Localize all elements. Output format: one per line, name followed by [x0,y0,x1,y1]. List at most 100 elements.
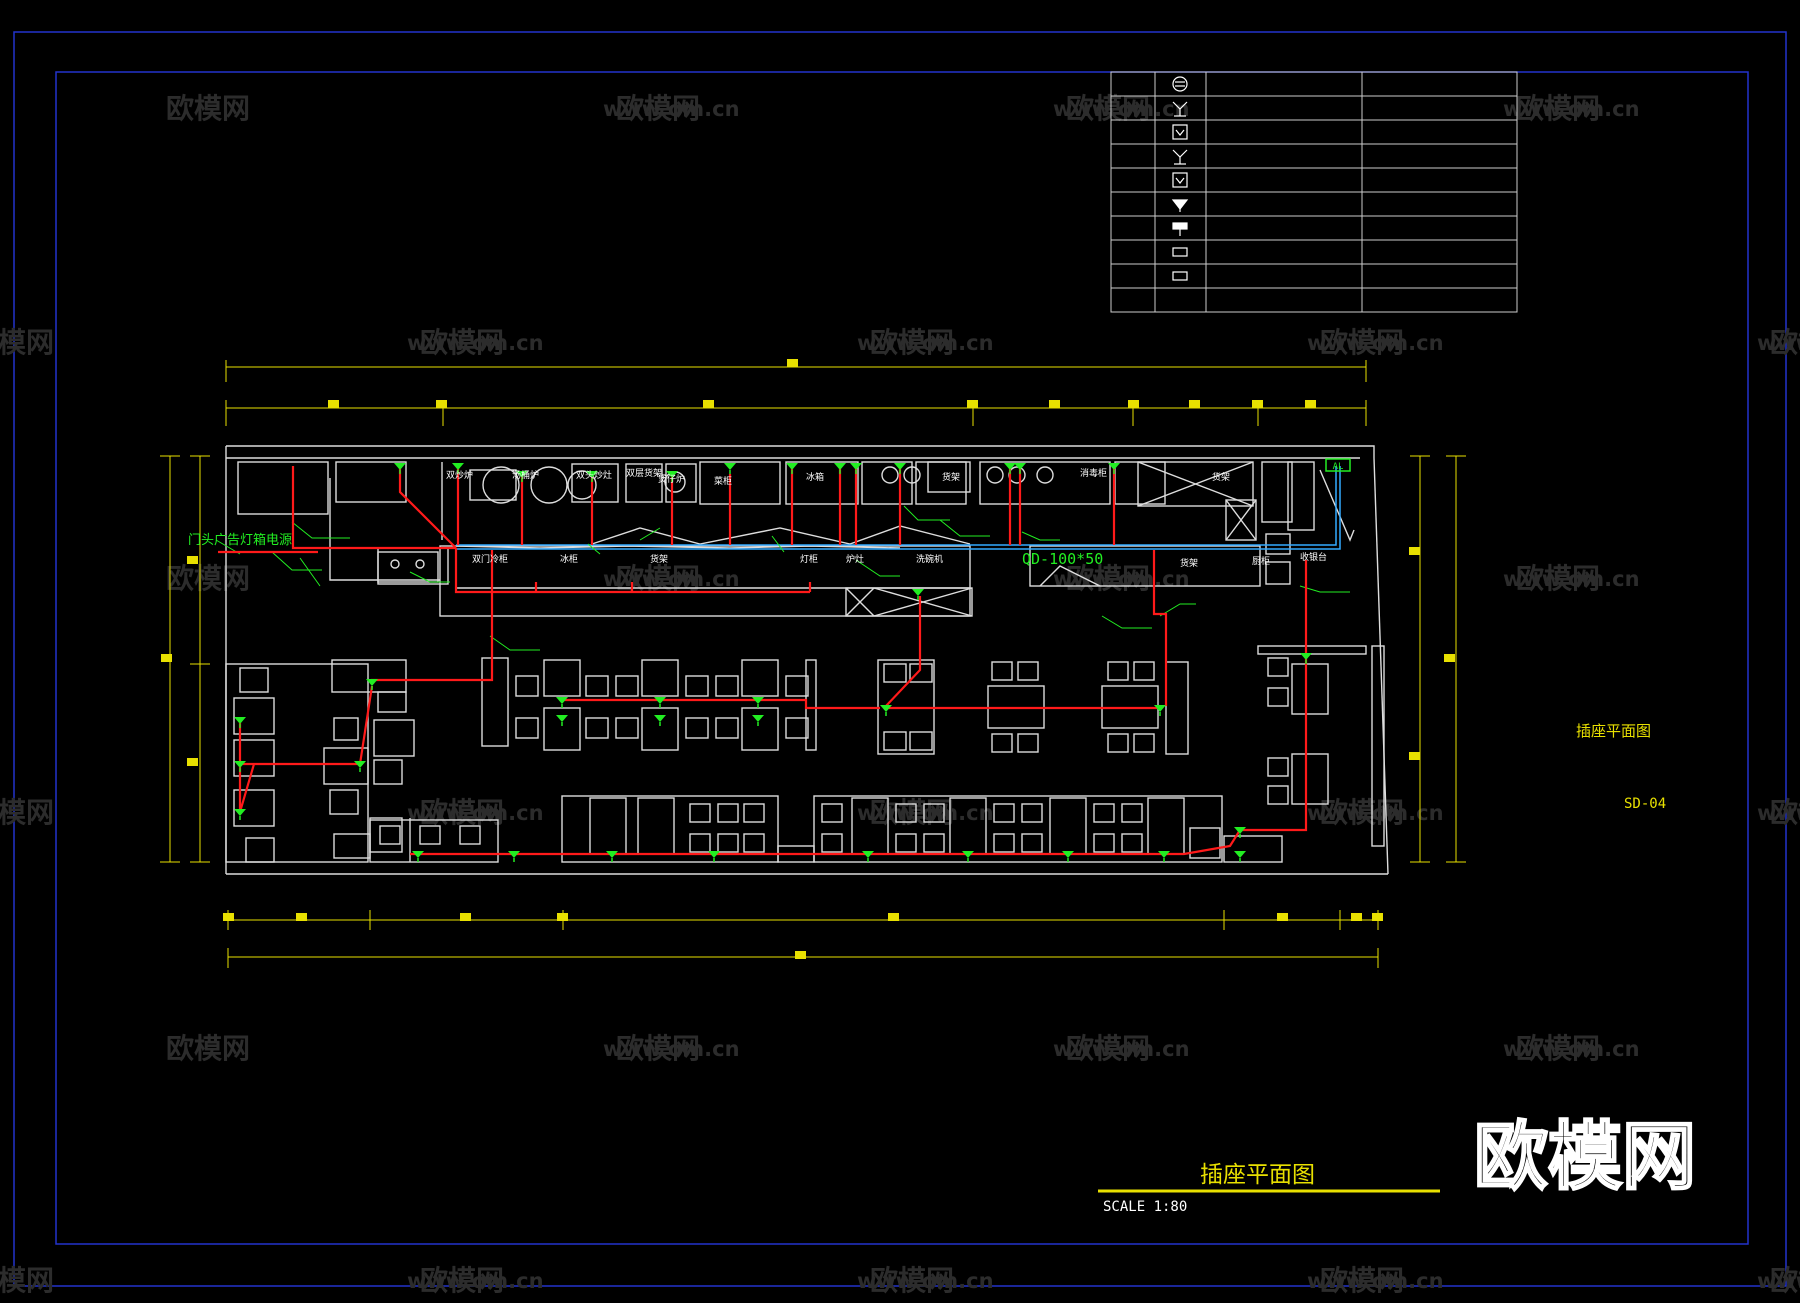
socket-marker [752,697,764,708]
watermark-brand: 欧模网 [0,1264,54,1297]
equipment-label: 消毒柜 [1080,467,1107,479]
sheet-border [13,31,1787,1287]
socket-marker [1158,851,1170,862]
socket-marker [654,697,666,708]
socket-marker [894,463,906,474]
socket-marker [1154,705,1166,716]
outline-rect-icon [1172,247,1188,257]
dimension-mark [223,913,234,921]
boxed-socket-icon [1172,124,1188,140]
watermark-site: www.om.cn [857,801,994,825]
socket-marker [1014,463,1026,474]
dimension-marks [161,359,1455,959]
watermark-site: www.om.cn [1503,1037,1640,1061]
watermark-brand: 欧模网 [166,1032,250,1065]
equipment-label: 收银台 [1300,551,1327,563]
equipment-label: 货架 [1180,557,1198,569]
watermark-brand: 欧模网 [166,562,250,595]
watermark-site: www.om.cn [603,1037,740,1061]
storefront-power-label: 门头广告灯箱电源 [188,532,292,548]
dimension-mark [161,654,172,662]
socket-marker [752,715,764,726]
watermark-brand: 欧模网 [1770,326,1800,359]
equipment-label: 汤桶炉 [512,469,539,481]
dimension-lines [160,360,1466,968]
watermark-site: www.om.cn [1053,1037,1190,1061]
socket-marker [850,463,862,474]
brand-logo: 欧模网 [1474,1114,1696,1200]
cable-trunk [456,466,1341,550]
socket-marker [786,463,798,474]
dimension-mark [296,913,307,921]
socket-marker [366,679,378,690]
socket-marker [234,809,246,820]
dimension-mark [1372,913,1383,921]
watermark-brand: 欧模网 [1066,562,1150,595]
dimension-mark [1049,400,1060,408]
socket-marker [1108,463,1120,474]
waterproof-socket-icon [1171,199,1189,212]
socket-marker [880,705,892,716]
equipment-label: 菜柜 [714,475,732,487]
watermark-site: www.om.cn [1503,97,1640,121]
dimension-mark [460,913,471,921]
socket-marker [354,761,366,772]
watermark-site: www.om.cn [603,97,740,121]
watermark-site: www.om.cn [1053,97,1190,121]
distribution-panel: AL [1325,458,1351,472]
watermark-brand: 欧模网 [616,92,700,125]
socket-marker [724,463,736,474]
equipment-label: 厨柜 [1252,555,1270,567]
socket-marker [1234,827,1246,838]
watermark-brand: 欧模网 [420,326,504,359]
panel-label: AL [1333,462,1344,472]
dimension-mark [795,951,806,959]
dimension-mark [703,400,714,408]
side-title: 插座平面图 [1576,722,1651,740]
dimension-mark [1409,752,1420,760]
boxed-socket-icon [1172,172,1188,188]
equipment-label: 货架 [650,553,668,565]
equipment-label: 双层货架 [626,467,662,479]
watermark-layer: 欧模网www.om.cn欧模网www.om.cn欧模网www.om.cn欧模网w… [0,92,1800,1297]
equipment-label: 灯柜 [800,553,818,565]
watermark-brand: 欧模网 [1770,1264,1800,1297]
watermark-brand: 欧模网 [0,326,54,359]
socket-marker [234,761,246,772]
socket-circuits [218,466,1308,856]
watermark-brand: 欧模网 [1770,796,1800,829]
equipment-label: 双门冷柜 [472,553,508,565]
equipment-label: 洗碗机 [916,553,943,565]
watermark-site: www.om.cn [1757,331,1800,355]
outline-rect-icon [1172,271,1188,281]
socket-marker [234,717,246,728]
watermark-brand: 欧模网 [1066,1032,1150,1065]
dimension-mark [1252,400,1263,408]
socket-marker [962,851,974,862]
legend-icons [1171,76,1189,281]
socket-symbols [234,463,1312,862]
socket-marker [708,851,720,862]
socket-marker [606,851,618,862]
watermark-brand: 欧模网 [1320,796,1404,829]
socket-marker [394,463,406,474]
dimension-mark [1305,400,1316,408]
equipment-label: 货架 [1212,471,1230,483]
socket-marker [1300,653,1312,664]
watermark-site: www.om.cn [1307,1269,1444,1293]
watermark-site: www.om.cn [1757,801,1800,825]
socket-marker [912,589,924,600]
leader-lines [215,505,1350,651]
dimension-mark [187,758,198,766]
watermark-brand: 欧模网 [0,796,54,829]
watermark-site: www.om.cn [1307,331,1444,355]
dimension-mark [787,359,798,367]
watermark-brand: 欧模网 [1516,92,1600,125]
socket-marker [586,471,598,482]
watermark-site: www.om.cn [1503,567,1640,591]
equipment-label: 双炒炉 [446,469,473,481]
equipment-label: 冰柜 [560,553,578,565]
watermark-brand: 欧模网 [870,1264,954,1297]
y-socket-icon [1172,101,1188,117]
socket-marker [452,463,464,474]
